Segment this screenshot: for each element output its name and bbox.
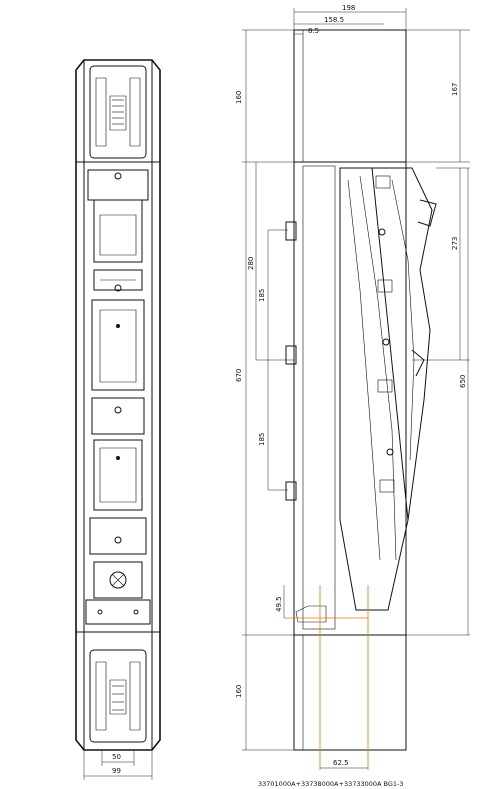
dim-right-273: 273 bbox=[451, 237, 459, 250]
dim-right-167: 167 bbox=[451, 83, 459, 96]
dim-left-185-b: 185 bbox=[258, 433, 266, 446]
highlight-bracket bbox=[284, 585, 369, 770]
fuse-carrier-2 bbox=[91, 397, 145, 511]
bottom-handle bbox=[89, 649, 147, 743]
dim-front-99: 99 bbox=[112, 767, 121, 775]
top-handle bbox=[89, 65, 147, 159]
drawing-caption: 33701000A+33738000A+33733000A BG1-3 bbox=[258, 780, 404, 788]
mounting-clips bbox=[285, 221, 327, 623]
dim-left-670: 670 bbox=[235, 369, 243, 382]
left-dimensions: 160 280 185 670 185 160 bbox=[235, 29, 294, 751]
front-dimensions: 50 99 bbox=[83, 750, 153, 780]
bottom-dimensions: 49.5 62.5 bbox=[275, 585, 368, 769]
top-dimensions: 198 158.5 8.5 bbox=[293, 4, 407, 35]
side-view: 198 158.5 8.5 160 280 185 670 185 160 bbox=[235, 4, 470, 788]
dim-front-50: 50 bbox=[112, 753, 121, 761]
dim-left-185-a: 185 bbox=[258, 289, 266, 302]
dim-left-280: 280 bbox=[247, 257, 255, 270]
dim-top-198: 198 bbox=[342, 4, 355, 12]
dim-right-650: 650 bbox=[459, 375, 467, 388]
front-view: 50 99 bbox=[75, 59, 161, 780]
dim-top-158-5: 158.5 bbox=[324, 16, 344, 24]
dim-top-8-5: 8.5 bbox=[308, 27, 319, 35]
terminal-block bbox=[76, 517, 160, 633]
right-dimensions: 167 273 650 bbox=[406, 29, 470, 636]
dim-bottom-62-5: 62.5 bbox=[333, 759, 349, 767]
fuse-carrier-1 bbox=[91, 199, 145, 391]
dim-bottom-49-5: 49.5 bbox=[275, 596, 283, 612]
dim-left-160-top: 160 bbox=[235, 91, 243, 104]
dim-left-160-bottom: 160 bbox=[235, 685, 243, 698]
fuse-holder-assembly bbox=[339, 167, 437, 611]
